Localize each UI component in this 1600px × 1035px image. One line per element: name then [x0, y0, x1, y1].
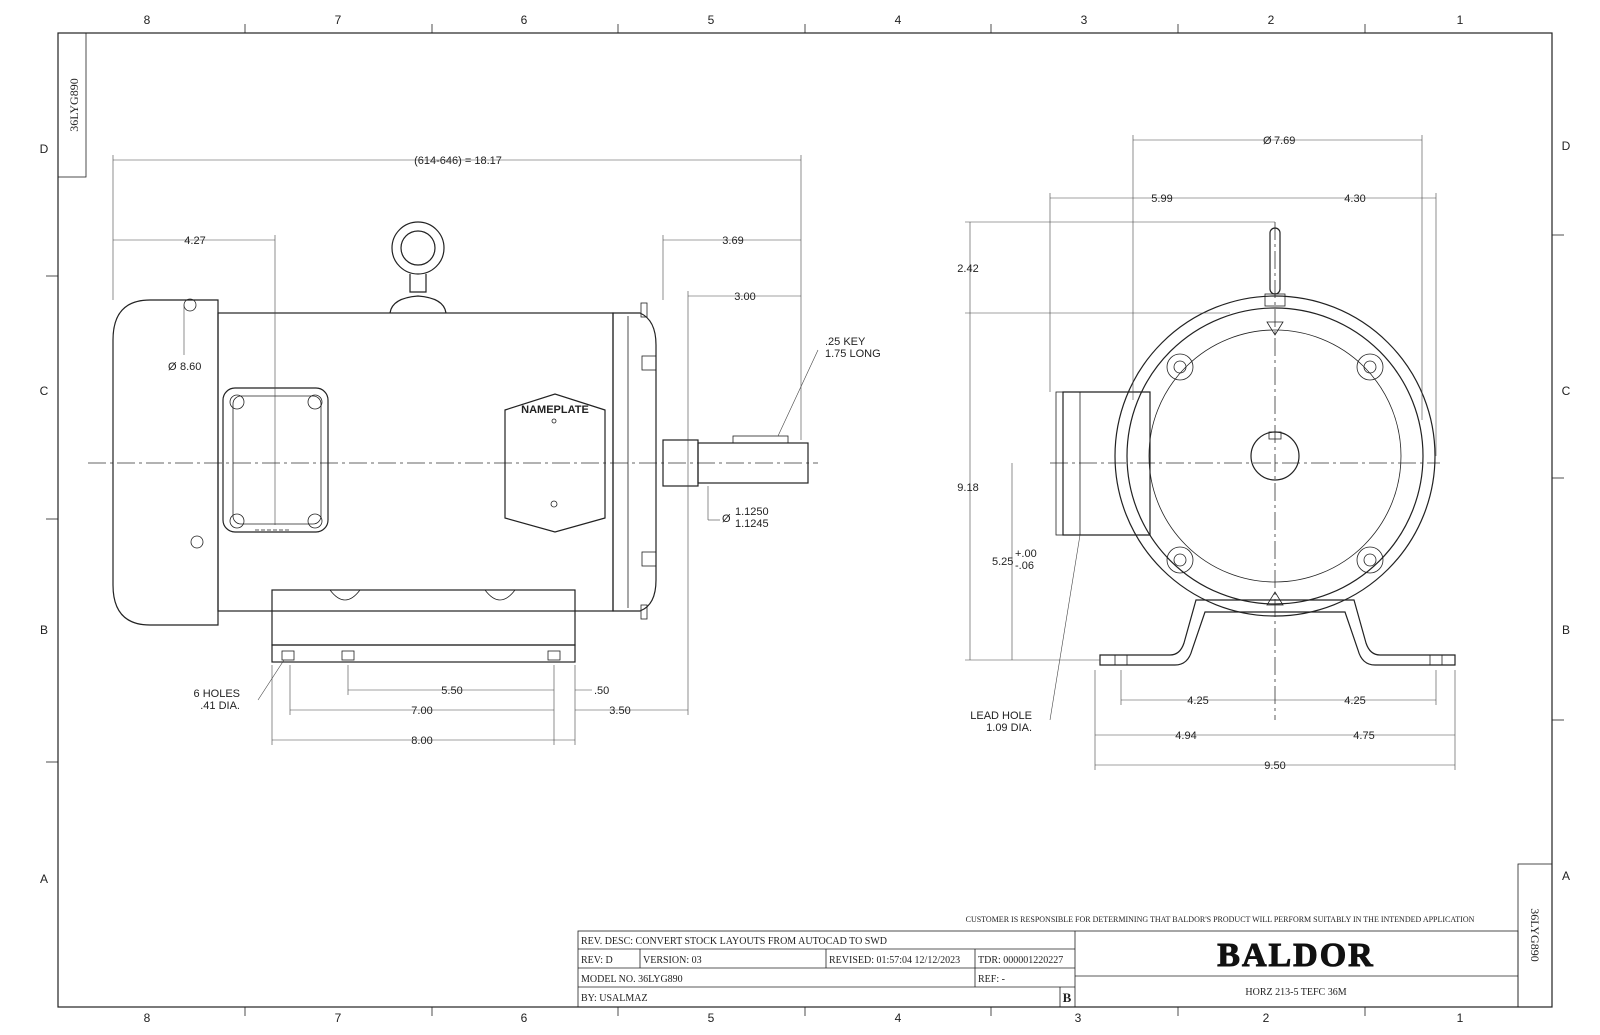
dim-frame-diameter: 8.60 [180, 361, 201, 373]
fan-cover [112, 299, 219, 626]
dim-9-50: 9.50 [1264, 760, 1285, 772]
conduit-box [222, 387, 329, 533]
drawn-by: BY: USALMAZ [581, 993, 648, 1004]
revised-date: REVISED: 01:57:04 12/12/2023 [829, 955, 960, 966]
zone-row-right-a: A [1562, 869, 1570, 883]
end-housing-outer [1114, 295, 1436, 617]
dim-7-69: 7.69 [1274, 135, 1295, 147]
dim-3-50: 3.50 [609, 705, 630, 717]
lead-hole-dia-note: 1.09 DIA. [986, 722, 1032, 734]
zone-row-left-c: C [40, 384, 49, 398]
end-bracket [612, 312, 657, 612]
zone-col-top-8: 8 [144, 13, 151, 27]
dim-tol-plus: +.00 [1015, 548, 1037, 560]
motor-feet [271, 589, 576, 646]
rev-desc: REV. DESC: CONVERT STOCK LAYOUTS FROM AU… [581, 936, 887, 947]
dim-tol-minus: -.06 [1015, 560, 1034, 572]
tdr-number: TDR: 000001220227 [978, 955, 1063, 966]
dim-9-18: 9.18 [957, 482, 978, 494]
dim-4-94: 4.94 [1175, 730, 1196, 742]
zone-col-bottom-6: 6 [521, 1011, 528, 1025]
zone-col-bottom-4: 4 [895, 1011, 902, 1025]
zone-col-bottom-8: 8 [144, 1011, 151, 1025]
dim-4-27: 4.27 [184, 235, 205, 247]
zone-col-bottom-1: 1 [1457, 1011, 1464, 1025]
holes-dia-note: .41 DIA. [200, 700, 240, 712]
baldor-logo: BALDOR [1217, 937, 1374, 974]
lifting-eye [391, 221, 445, 275]
dim-overall-length: (614-646) = 18.17 [414, 155, 502, 167]
zone-col-top-4: 4 [895, 13, 902, 27]
zone-col-bottom-2: 2 [1263, 1011, 1270, 1025]
zone-row-right-c: C [1562, 384, 1571, 398]
zone-col-top-2: 2 [1268, 13, 1275, 27]
motor-frame [217, 312, 614, 612]
title-block: CUSTOMER IS RESPONSIBLE FOR DETERMINING … [577, 915, 1519, 1008]
drawing-id-bottom: 36LYG890 [1528, 908, 1542, 961]
dim-7-00: 7.00 [411, 705, 432, 717]
end-conduit-box [1062, 391, 1151, 536]
dim-5-50: 5.50 [441, 685, 462, 697]
dim-4-25-left: 4.25 [1187, 695, 1208, 707]
rev-value: REV: D [581, 955, 613, 966]
dim-0-50: .50 [594, 685, 609, 697]
key-length-note: 1.75 LONG [825, 348, 881, 360]
key-note: .25 KEY [825, 336, 866, 348]
drawing-id-box-top [57, 32, 87, 178]
version-value: VERSION: 03 [643, 955, 702, 966]
dim-shaft-min: 1.1245 [735, 518, 769, 530]
dim-4-25-right: 4.25 [1344, 695, 1365, 707]
zone-row-left-d: D [40, 142, 49, 156]
ref-value: REF: - [978, 974, 1005, 985]
side-view: NAMEPLATE (614-646) = 18.17 4.27 3.69 3.… [88, 155, 881, 747]
nameplate-panel [504, 393, 606, 533]
dim-shaft-diameter-symbol: Ø [722, 513, 731, 525]
zone-row-right-d: D [1562, 139, 1571, 153]
zone-col-top-6: 6 [521, 13, 528, 27]
top-zone-ticks [46, 24, 1564, 1016]
drawing-id-top: 36LYG890 [67, 78, 81, 131]
sheet-border [57, 32, 1553, 1008]
nameplate-label: NAMEPLATE [521, 404, 589, 416]
model-description: HORZ 213-5 TEFC 36M [1245, 987, 1346, 998]
end-feet [1099, 599, 1456, 666]
dim-frame-diameter-symbol: Ø [168, 361, 177, 373]
shaft-key [732, 435, 789, 444]
model-number: MODEL NO. 36LYG890 [581, 974, 683, 985]
disclaimer-text: CUSTOMER IS RESPONSIBLE FOR DETERMINING … [966, 915, 1475, 924]
dim-3-00: 3.00 [734, 291, 755, 303]
zone-col-bottom-3: 3 [1075, 1011, 1082, 1025]
dim-4-75: 4.75 [1353, 730, 1374, 742]
dim-4-30: 4.30 [1344, 193, 1365, 205]
zone-row-left-b: B [40, 623, 48, 637]
zone-col-top-1: 1 [1457, 13, 1464, 27]
holes-note: 6 HOLES [194, 688, 240, 700]
dim-end-diameter-symbol: Ø [1263, 135, 1272, 147]
dim-shaft-max: 1.1250 [735, 506, 769, 518]
dim-5-99: 5.99 [1151, 193, 1172, 205]
dim-5-25: 5.25 [992, 556, 1013, 568]
dim-8-00: 8.00 [411, 735, 432, 747]
dim-2-42: 2.42 [957, 263, 978, 275]
zone-row-right-b: B [1562, 623, 1570, 637]
zone-col-top-3: 3 [1081, 13, 1088, 27]
zone-row-left-a: A [40, 872, 48, 886]
sheet-size-letter: B [1063, 990, 1072, 1005]
lead-hole-note: LEAD HOLE [970, 710, 1032, 722]
end-view: Ø 7.69 5.99 4.30 2.42 9.18 5.25 +.00 -.0… [957, 135, 1456, 772]
zone-col-top-5: 5 [708, 13, 715, 27]
zone-col-bottom-5: 5 [708, 1011, 715, 1025]
dim-3-69: 3.69 [722, 235, 743, 247]
zone-col-bottom-7: 7 [335, 1011, 342, 1025]
zone-col-top-7: 7 [335, 13, 342, 27]
